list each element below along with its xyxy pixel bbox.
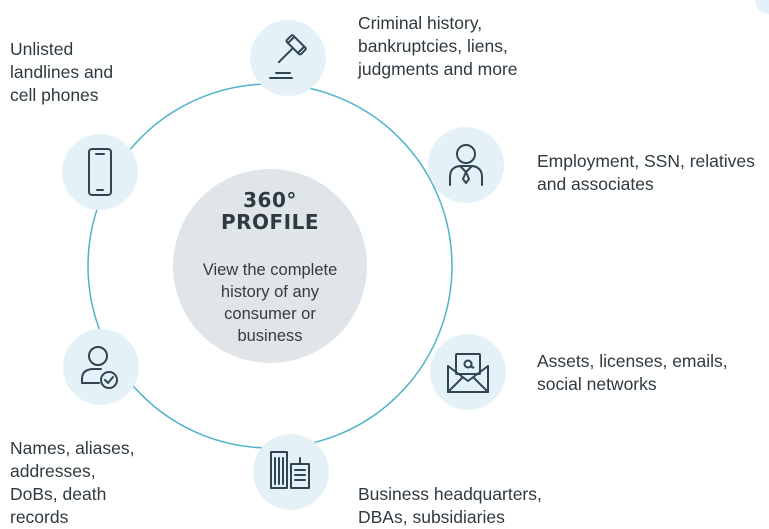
buildings-icon <box>270 451 310 489</box>
label-names: Names, aliases, addresses, DoBs, death r… <box>10 438 135 527</box>
node-assets <box>430 334 506 410</box>
label-criminal-history: Criminal history, bankruptcies, liens, j… <box>358 13 518 79</box>
center-title-line2: PROFILE <box>220 210 320 234</box>
mobile-phone-icon <box>88 148 112 196</box>
node-phones <box>62 134 138 210</box>
user-check-icon <box>81 346 118 389</box>
center-description: View the complete history of any consume… <box>202 261 338 345</box>
person-tie-icon <box>449 144 483 186</box>
gavel-icon <box>269 34 307 79</box>
email-envelope-icon <box>447 353 489 393</box>
label-employment: Employment, SSN, relatives and associate… <box>537 151 755 194</box>
node-criminal-history <box>250 20 326 96</box>
node-names <box>63 329 139 405</box>
node-business <box>253 434 329 510</box>
center-title: 360° PROFILE <box>173 189 367 233</box>
label-assets: Assets, licenses, emails, social network… <box>537 351 728 394</box>
label-business: Business headquarters, DBAs, subsidiarie… <box>358 484 542 527</box>
center-title-line1: 360° <box>243 188 297 212</box>
node-employment <box>428 127 504 203</box>
center-profile-circle: 360° PROFILE View the complete history o… <box>173 169 367 363</box>
label-phones: Unlisted landlines and cell phones <box>10 39 114 105</box>
